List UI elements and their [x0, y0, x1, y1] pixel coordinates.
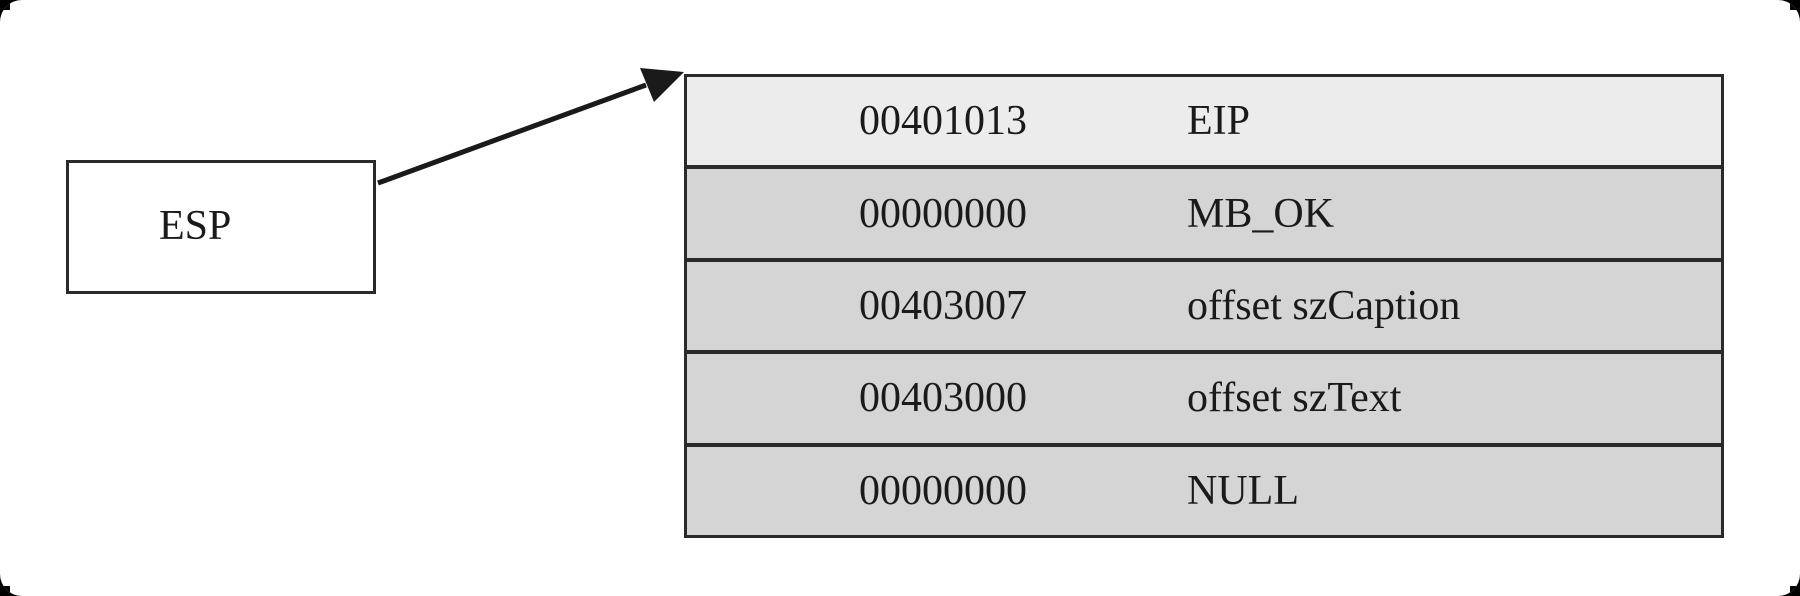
stack-description: NULL: [1187, 467, 1299, 514]
stack-row: 00000000 NULL: [687, 446, 1721, 536]
corner-mark: [1790, 586, 1800, 596]
stack-description: EIP: [1187, 98, 1250, 145]
stack-description: offset szCaption: [1187, 283, 1461, 330]
stack-description: MB_OK: [1187, 190, 1335, 237]
esp-register-box: ESP: [66, 160, 376, 294]
stack-row: 00403000 offset szText: [687, 354, 1721, 443]
stack-row: 00403007 offset szCaption: [687, 261, 1721, 351]
stack-frame: 00401013 EIP 00000000 MB_OK 00403007 off…: [684, 74, 1724, 538]
stack-description: offset szText: [1187, 375, 1402, 422]
pointer-arrow-head: [640, 68, 684, 102]
stack-address: 00000000: [859, 467, 1027, 514]
stack-row: 00401013 EIP: [687, 77, 1721, 166]
stack-address: 00403000: [859, 375, 1027, 422]
stack-address: 00000000: [859, 190, 1027, 237]
stack-address: 00401013: [859, 98, 1027, 145]
pointer-arrow-line: [377, 82, 647, 186]
stack-row: 00000000 MB_OK: [687, 169, 1721, 258]
corner-mark: [1790, 0, 1800, 10]
esp-label: ESP: [159, 203, 232, 249]
stack-address: 00403007: [859, 283, 1027, 330]
corner-mark: [0, 0, 10, 10]
corner-mark: [0, 586, 10, 596]
